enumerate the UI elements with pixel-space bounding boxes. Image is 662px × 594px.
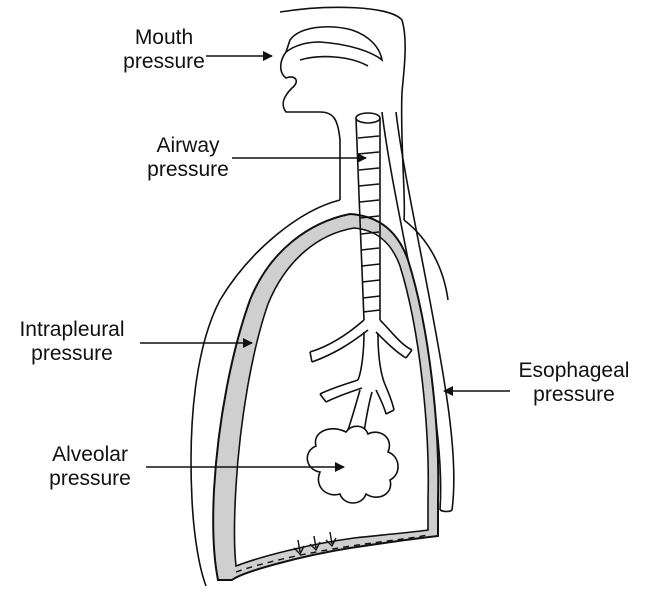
- airway-pressure-label-line2: pressure: [142, 158, 234, 182]
- airway-pressure-label: Airway pressure: [142, 134, 234, 182]
- alveolar-pressure-label-line1: Alveolar: [42, 443, 138, 467]
- intrapleural-pressure-label-line1: Intrapleural: [8, 318, 136, 342]
- mouth-tongue-icon: [300, 57, 368, 66]
- esophageal-pressure-label-line1: Esophageal: [514, 359, 634, 383]
- alveolar-pressure-label-line2: pressure: [42, 467, 138, 491]
- airway-pressure-label-line1: Airway: [142, 134, 234, 158]
- esophageal-pressure-label-line2: pressure: [514, 383, 634, 407]
- lung-pleura: [213, 214, 438, 580]
- alveolar-pressure-label: Alveolar pressure: [42, 443, 138, 491]
- intrapleural-pressure-label: Intrapleural pressure: [8, 318, 136, 366]
- mouth-pressure-label-line1: Mouth: [118, 26, 210, 50]
- mouth-pressure-label: Mouth pressure: [118, 26, 210, 74]
- mouth-pressure-label-line2: pressure: [118, 50, 210, 74]
- intrapleural-pressure-label-line2: pressure: [8, 342, 136, 366]
- esophageal-pressure-label: Esophageal pressure: [514, 359, 634, 407]
